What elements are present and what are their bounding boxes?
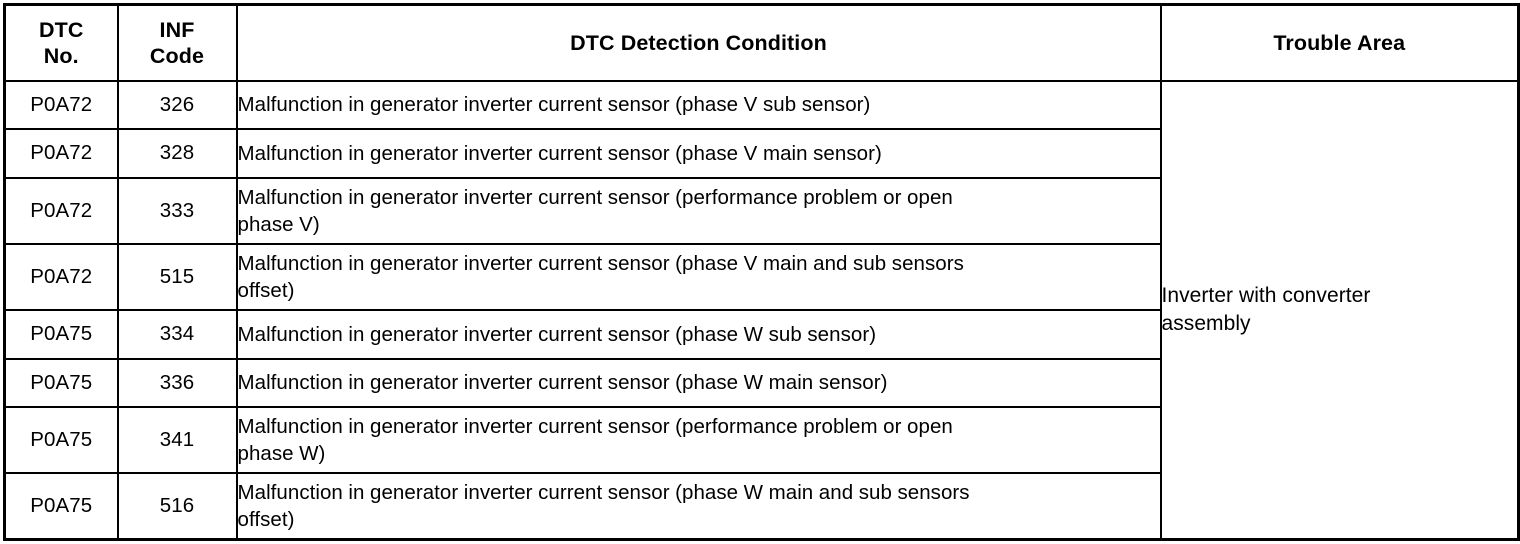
header-row: DTC No. INF Code DTC Detection Condition… xyxy=(3,3,1520,82)
table-row: P0A72 328 Malfunction in generator inver… xyxy=(3,128,1519,179)
condition-line-2: offset) xyxy=(237,508,295,532)
cell-detection-condition: Malfunction in generator inverter curren… xyxy=(235,79,1162,131)
condition-line-2: phase V) xyxy=(237,212,320,236)
table-header: DTC No. INF Code DTC Detection Condition… xyxy=(3,3,1520,82)
cell-inf-code: 341 xyxy=(116,406,238,475)
cell-dtc-no: P0A75 xyxy=(3,472,119,541)
column-header-inf-code-line2: Code xyxy=(149,43,205,68)
cell-dtc-no: P0A75 xyxy=(3,406,119,475)
cell-inf-code: 326 xyxy=(116,79,238,131)
cell-dtc-no: P0A72 xyxy=(3,79,119,131)
cell-detection-condition: Malfunction in generator inverter curren… xyxy=(235,472,1162,541)
table-row: P0A75 334 Malfunction in generator inver… xyxy=(3,308,1519,360)
cell-dtc-no: P0A72 xyxy=(3,176,119,245)
cell-inf-code: 328 xyxy=(116,128,238,179)
cell-detection-condition: Malfunction in generator inverter curren… xyxy=(235,357,1162,409)
cell-inf-code: 516 xyxy=(116,472,238,541)
column-header-inf-code-line1: INF xyxy=(159,17,195,42)
cell-detection-condition: Malfunction in generator inverter curren… xyxy=(235,176,1162,245)
table-row: P0A75 516 Malfunction in generator inver… xyxy=(3,472,1519,541)
cell-inf-code: 336 xyxy=(116,357,238,409)
condition-line-2: phase W) xyxy=(237,442,326,466)
trouble-area-line-2: assembly xyxy=(1161,311,1251,335)
table-row: P0A75 341 Malfunction in generator inver… xyxy=(3,406,1519,475)
condition-line-1: Malfunction in generator inverter curren… xyxy=(237,415,953,439)
table-body: P0A72 326 Malfunction in generator inver… xyxy=(3,79,1520,541)
table-row: P0A72 326 Malfunction in generator inver… xyxy=(3,79,1520,541)
trouble-area-line-1: Inverter with converter xyxy=(1161,284,1371,308)
cell-inf-code: 515 xyxy=(116,242,238,311)
condition-line-1: Malfunction in generator inverter curren… xyxy=(237,371,888,395)
column-header-trouble-area: Trouble Area xyxy=(1159,3,1520,82)
cell-dtc-no: P0A75 xyxy=(3,357,119,409)
condition-line-1: Malfunction in generator inverter curren… xyxy=(237,481,970,505)
condition-line-1: Malfunction in generator inverter curren… xyxy=(237,251,964,275)
column-header-dtc-no-line1: DTC xyxy=(39,17,84,42)
column-header-dtc-no: DTC No. xyxy=(3,3,119,82)
condition-line-1: Malfunction in generator inverter curren… xyxy=(237,322,877,346)
table-row: P0A72 515 Malfunction in generator inver… xyxy=(3,242,1519,311)
cell-trouble-area: Inverter with converter assembly xyxy=(1159,79,1520,541)
cell-inf-code: 333 xyxy=(116,176,238,245)
column-header-dtc-no-line2: No. xyxy=(43,43,79,68)
condition-line-1: Malfunction in generator inverter curren… xyxy=(237,93,871,117)
cell-inf-code: 334 xyxy=(116,308,238,360)
condition-line-1: Malfunction in generator inverter curren… xyxy=(237,185,953,209)
dtc-diagnostic-table: DTC No. INF Code DTC Detection Condition… xyxy=(3,3,1520,541)
cell-dtc-no: P0A75 xyxy=(3,308,119,360)
cell-dtc-no: P0A72 xyxy=(3,128,119,179)
condition-line-2: offset) xyxy=(237,278,295,302)
cell-detection-condition: Malfunction in generator inverter curren… xyxy=(235,406,1162,475)
table-row: P0A75 336 Malfunction in generator inver… xyxy=(3,357,1519,409)
cell-detection-condition: Malfunction in generator inverter curren… xyxy=(235,128,1162,179)
condition-line-1: Malfunction in generator inverter curren… xyxy=(237,141,882,165)
table-row: P0A72 333 Malfunction in generator inver… xyxy=(3,176,1519,245)
cell-detection-condition: Malfunction in generator inverter curren… xyxy=(235,242,1162,311)
column-header-inf-code: INF Code xyxy=(116,3,238,82)
cell-dtc-no: P0A72 xyxy=(3,242,119,311)
cell-detection-condition: Malfunction in generator inverter curren… xyxy=(235,308,1162,360)
column-header-detection-condition: DTC Detection Condition xyxy=(235,3,1162,82)
